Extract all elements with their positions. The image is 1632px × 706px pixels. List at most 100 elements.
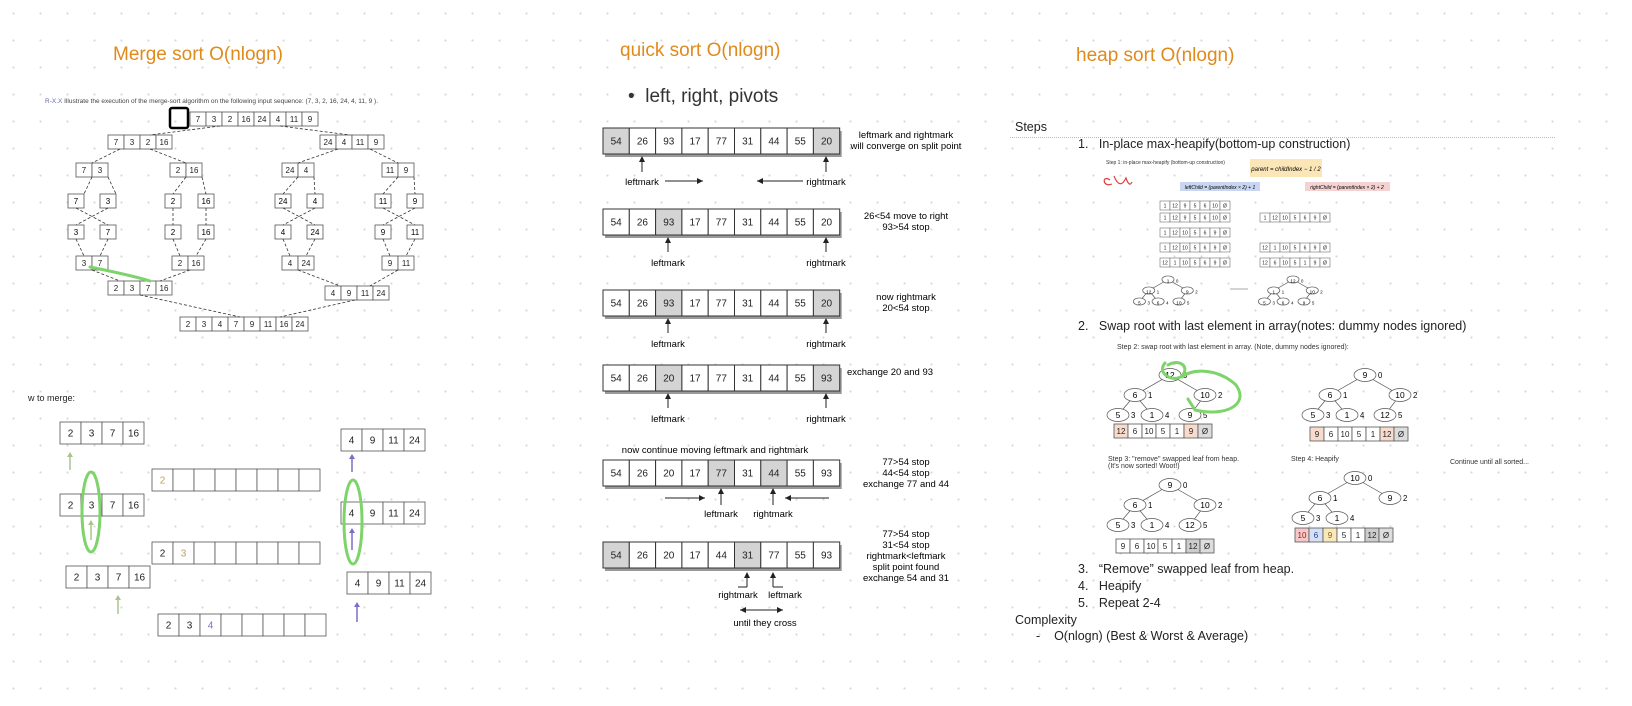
removed-array-value: 1 <box>1177 542 1182 551</box>
dashed-connector <box>83 176 93 195</box>
heap-node-index: 3 <box>1131 411 1135 420</box>
swap-array-before-value: 9 <box>1189 427 1194 436</box>
heapify-array-r2-cell <box>1319 242 1331 253</box>
quarter-0-value: 3 <box>98 166 103 175</box>
quarter-3-value: 9 <box>404 166 409 175</box>
heap-sort-title: heap sort O(nlogn) <box>1076 45 1235 66</box>
quick-row-5-value: 55 <box>795 551 807 562</box>
mark-label: leftmark <box>651 414 685 425</box>
heap-node-index: 3 <box>1272 301 1275 306</box>
heap-node <box>1142 286 1156 295</box>
merged-row-3-cell <box>304 613 327 637</box>
pair-sorted-2-value: 4 <box>288 259 293 268</box>
swap-array-after-value: 10 <box>1341 430 1350 439</box>
heap-node-index: 2 <box>1218 501 1222 510</box>
mark-label: rightmark <box>806 258 846 269</box>
heap-node-value: 1 <box>1272 290 1275 295</box>
right-row-c-value: 4 <box>355 579 361 590</box>
heap-node-index: 3 <box>1326 411 1330 420</box>
step-4-text: Heapify <box>1098 579 1142 593</box>
mark-label: rightmark <box>806 177 846 188</box>
right-row-a-value: 24 <box>409 436 421 447</box>
left-half-value: 7 <box>114 138 119 147</box>
pair-sorted-1-cell <box>187 255 205 271</box>
heap-node <box>1161 275 1175 284</box>
heap-node <box>1193 498 1217 512</box>
heapify-array-1-value: Ø <box>1223 215 1227 221</box>
dashed-connector <box>369 148 399 164</box>
heap-node-value: 6 <box>1282 301 1285 306</box>
green-circle-left <box>80 470 102 554</box>
dashed-connector <box>149 148 187 164</box>
quick-sort-bullet: • left, right, pivots <box>628 86 778 108</box>
step-5-text: Repeat 2-4 <box>1098 596 1161 610</box>
quick-row-2-value: 55 <box>795 299 807 310</box>
swap-array-after-value: 9 <box>1315 430 1320 439</box>
quick-row-5-value: 77 <box>768 551 780 562</box>
heap-node-index: 5 <box>1312 301 1315 306</box>
heap-node-value: 9 <box>1168 480 1173 490</box>
removed-array-value: 10 <box>1147 542 1156 551</box>
side-arrow-head <box>699 495 705 501</box>
steps-label: Steps <box>1015 120 1047 134</box>
mark-label: leftmark <box>651 258 685 269</box>
left-row-c-value: 16 <box>134 573 146 584</box>
heap-node-value: 5 <box>1138 301 1141 306</box>
quick-row-3-value: 17 <box>689 374 701 385</box>
quick-row-1-cell <box>707 208 735 236</box>
removed-array-cell <box>1199 538 1215 554</box>
formula-left-bg <box>1180 182 1260 191</box>
quick-row-5-value: 44 <box>716 551 728 562</box>
root-row-value: 2 <box>228 115 233 124</box>
quick-row-0-cell <box>707 127 735 155</box>
heapify-array-0-value: 1 <box>1164 203 1167 209</box>
row-note: split point found <box>873 562 940 573</box>
left-half-cell <box>155 134 173 150</box>
right-row-a-value: 9 <box>370 436 376 447</box>
cross-text: until they cross <box>733 618 797 629</box>
row-note: exchange 54 and 31 <box>863 573 949 584</box>
step-2: 2. Swap root with last element in array(… <box>1078 319 1467 333</box>
heapify-array-1-value: 6 <box>1204 215 1207 221</box>
right-row-b-value: 24 <box>409 509 421 520</box>
dashed-connector <box>305 238 316 257</box>
complexity-label: Complexity <box>1015 613 1077 627</box>
left-row-b-value: 7 <box>110 501 116 512</box>
single2-value: 24 <box>311 228 320 237</box>
quick-row-0-value: 54 <box>611 137 623 148</box>
dashed-connector <box>75 207 109 226</box>
quarter-2-value: 4 <box>304 166 309 175</box>
heapify-array-3-value: Ø <box>1223 245 1227 251</box>
heapify-array-r1-value: 1 <box>1264 215 1267 221</box>
heapify-array-r1-value: 10 <box>1282 215 1288 221</box>
heap-node-index: 0 <box>1368 474 1373 483</box>
heapify-array-r1-value: 9 <box>1314 215 1317 221</box>
up-arrow-head <box>823 237 829 243</box>
heapify-array-3-value: 5 <box>1194 245 1197 251</box>
heap-node <box>1257 297 1271 306</box>
merged-row-1-cell <box>193 468 216 492</box>
single-value: 9 <box>413 197 418 206</box>
heap-node <box>1178 518 1202 532</box>
right-row-c-value: 24 <box>415 579 427 590</box>
caption-text: Illustrate the execution of the merge-so… <box>64 98 379 105</box>
heapify-array-2-value: 9 <box>1214 230 1217 236</box>
heap-node-value: 10 <box>1200 500 1210 510</box>
swap-array-before-value: Ø <box>1202 427 1208 436</box>
heap-node <box>1106 408 1130 422</box>
dashed-connector <box>172 176 187 195</box>
right-half-cell <box>367 134 385 150</box>
heapify-array-4-value: Ø <box>1223 260 1227 266</box>
row-note: rightmark<leftmark <box>867 551 946 562</box>
heapify-array-r3-value: 1 <box>1304 260 1307 266</box>
left-half-value: 3 <box>130 138 135 147</box>
swap-array-before-value: 5 <box>1161 427 1166 436</box>
merged-row-2-value: 3 <box>181 549 187 560</box>
left-row-c-value: 7 <box>116 573 122 584</box>
quick-row-5-cell <box>734 541 762 569</box>
continue-text: now continue moving leftmark and rightma… <box>622 445 809 456</box>
quick-row-1-value: 26 <box>637 218 649 229</box>
up-arrow-head <box>665 318 671 324</box>
merged-row-1-cell <box>214 468 237 492</box>
